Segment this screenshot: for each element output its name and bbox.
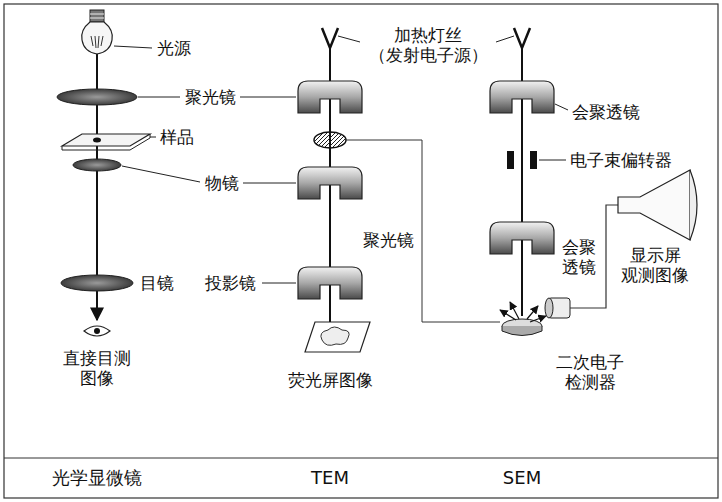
part-label: 聚光镜 bbox=[185, 87, 236, 107]
part-label: 荧光屏图像 bbox=[288, 370, 373, 390]
part-label: 加热灯丝 （发射电子源） bbox=[369, 25, 488, 66]
part-label: 二次电子 检测器 bbox=[556, 352, 624, 393]
divider bbox=[4, 458, 718, 459]
part-label: 投影镜 bbox=[205, 273, 256, 293]
part-label: 光源 bbox=[157, 38, 191, 58]
caption-label: 光学显微镜 bbox=[52, 467, 142, 489]
part-label: 直接目测 图像 bbox=[63, 348, 131, 389]
optical-microscope bbox=[57, 10, 150, 336]
part-label: 物镜 bbox=[205, 173, 239, 193]
part-label: 会聚透镜 bbox=[572, 102, 640, 122]
part-label: 样品 bbox=[160, 127, 194, 147]
sample-link-line bbox=[346, 140, 500, 322]
part-label: 聚光镜 bbox=[363, 230, 414, 250]
sem bbox=[490, 28, 697, 336]
caption-label: TEM bbox=[311, 467, 349, 489]
part-label: 电子束偏转器 bbox=[570, 150, 672, 170]
leader-lines bbox=[114, 36, 568, 283]
caption-label: SEM bbox=[503, 467, 541, 489]
frame bbox=[4, 4, 718, 498]
part-label: 会聚透镜 bbox=[562, 238, 596, 277]
part-label: 显示屏 观测图像 bbox=[621, 245, 689, 286]
part-label: 目镜 bbox=[140, 273, 174, 293]
tem bbox=[298, 28, 370, 352]
